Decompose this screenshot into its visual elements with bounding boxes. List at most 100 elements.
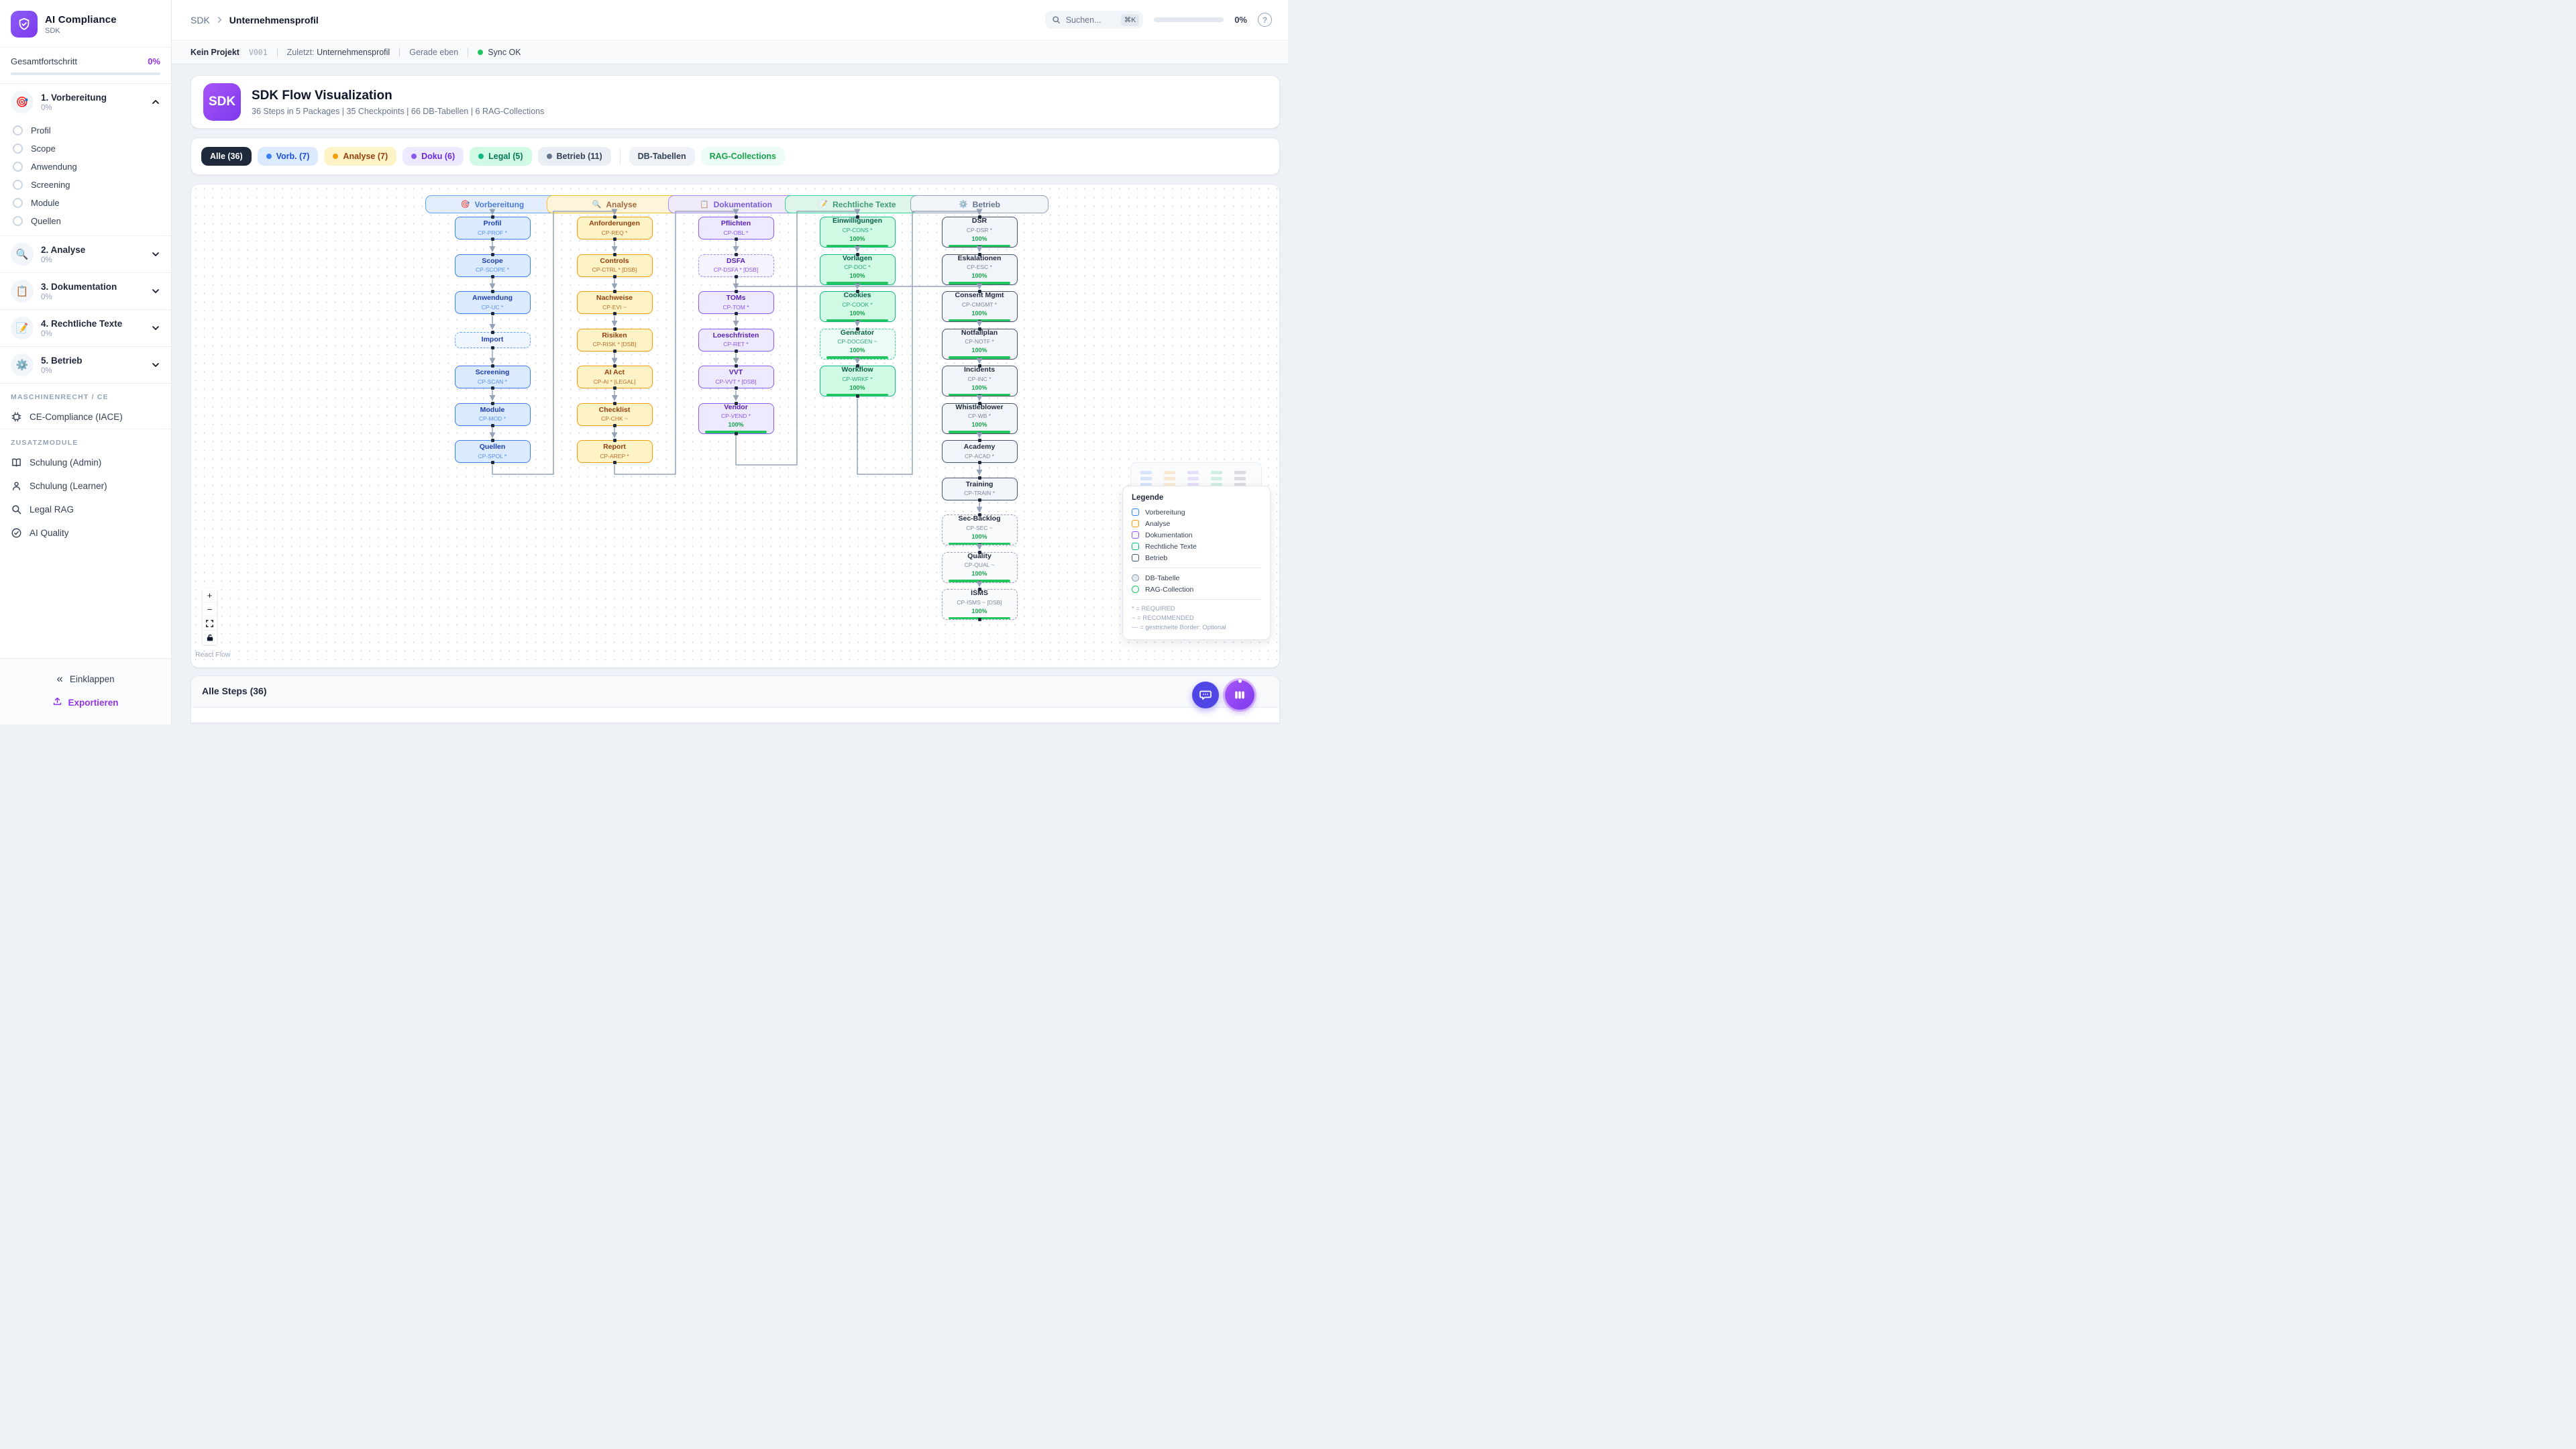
chevron-down-icon[interactable] [151,360,160,370]
filter-pill-db-tabellen[interactable]: DB-Tabellen [629,147,695,166]
node-code: CP-NOTF * [965,338,994,345]
minimap-node [1234,483,1246,486]
package-header-analyse[interactable]: 🔍Analyse [547,195,682,213]
filter-pill-legal-5-[interactable]: Legal (5) [470,147,532,166]
sidebar-item-quellen[interactable]: Quellen [0,212,171,230]
lock-toggle-button[interactable] [203,631,217,645]
filter-pill-rag-collections[interactable]: RAG-Collections [700,147,785,166]
sidebar-item-schulung-admin-[interactable]: Schulung (Admin) [0,451,171,474]
step-radio[interactable] [13,125,23,136]
filter-pill-betrieb-11-[interactable]: Betrieb (11) [537,147,611,166]
sidebar-item-anwendung[interactable]: Anwendung [0,158,171,176]
node-title: Vorlagen [842,254,873,262]
filter-label: DB-Tabellen [637,152,686,161]
step-radio[interactable] [13,180,23,190]
zoom-out-button[interactable]: − [203,602,217,616]
export-button[interactable]: Exportieren [0,691,171,714]
sidebar-item-scope[interactable]: Scope [0,140,171,158]
package-header-vorbereitung[interactable]: 🎯Vorbereitung [425,195,559,213]
fit-view-button[interactable] [203,616,217,631]
node-progress-bar [949,616,1010,619]
sidebar-item-screening[interactable]: Screening [0,176,171,194]
help-icon[interactable]: ? [1258,13,1272,27]
columns-icon [1235,691,1244,699]
node-title: Checklist [598,405,631,414]
node-title: Screening [475,368,510,377]
chevron-down-icon[interactable] [151,250,160,259]
zoom-in-button[interactable]: + [203,588,217,602]
node-progress-value: 100% [971,272,987,280]
package-header-legal[interactable]: 📝Rechtliche Texte [784,195,930,213]
panel-fab-button[interactable] [1225,680,1254,710]
sidebar-item-schulung-learner-[interactable]: Schulung (Learner) [0,474,171,498]
sidebar-item-module[interactable]: Module [0,194,171,212]
filter-pill-alle-36-[interactable]: Alle (36) [201,147,252,166]
sidebar-item-ai-quality[interactable]: AI Quality [0,521,171,545]
flow-node-import[interactable]: Import [454,330,531,350]
breadcrumb-sdk[interactable]: SDK [191,14,210,25]
search-input[interactable] [1065,15,1116,25]
step-radio[interactable] [13,216,23,226]
package-header-betrieb[interactable]: ⚙️Betrieb [910,195,1049,213]
filter-pill-analyse-7-[interactable]: Analyse (7) [324,147,397,166]
collapse-label: Einklappen [69,674,115,684]
filter-pill-vorb-7-[interactable]: Vorb. (7) [257,147,319,166]
sidebar-item-ce-compliance-iace-[interactable]: CE-Compliance (IACE) [0,405,171,429]
sidebar-item-legal-rag[interactable]: Legal RAG [0,498,171,521]
step-radio[interactable] [13,144,23,154]
step-radio[interactable] [13,162,23,172]
package-header-doku[interactable]: 📋Dokumentation [668,195,804,213]
chevron-down-icon[interactable] [151,286,160,296]
search-box[interactable]: ⌘K [1044,11,1144,29]
chat-fab-button[interactable] [1192,682,1219,708]
filter-pill-doku-6-[interactable]: Doku (6) [402,147,464,166]
chevron-up-icon[interactable] [151,97,160,107]
collapse-sidebar-button[interactable]: « Einklappen [0,667,171,691]
step-radio[interactable] [13,198,23,208]
chevron-down-icon[interactable] [151,323,160,333]
sidebar-item-profil[interactable]: Profil [0,121,171,140]
